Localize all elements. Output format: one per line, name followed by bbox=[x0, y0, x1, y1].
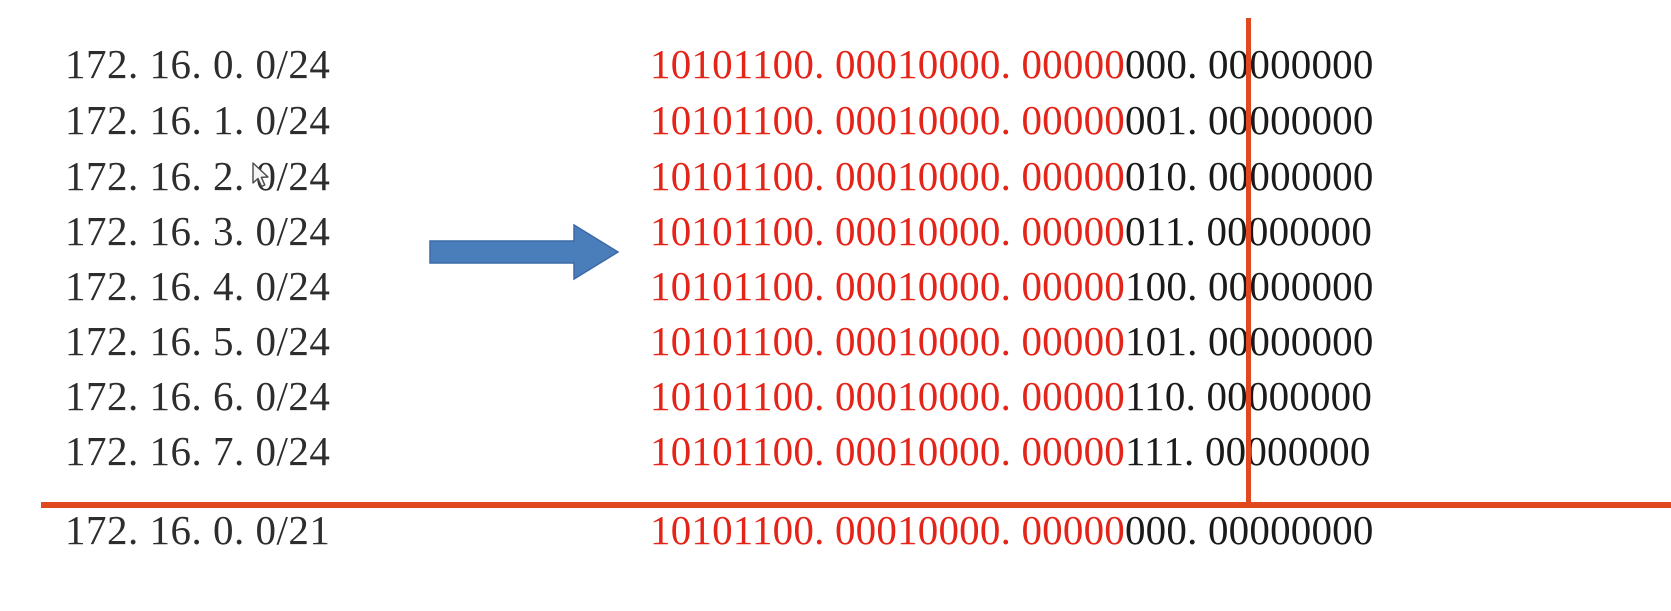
cidr-row: 172. 16. 3. 0/24 bbox=[65, 208, 331, 254]
cidr-row: 172. 16. 0. 0/24 bbox=[65, 41, 331, 87]
binary-host-suffix: 011. 00000000 bbox=[1124, 208, 1373, 254]
binary-row: 10101100. 00010000. 00000101. 00000000 bbox=[650, 321, 1374, 362]
binary-host-suffix: 001. 00000000 bbox=[1124, 97, 1374, 143]
binary-host-suffix: 010. 00000000 bbox=[1124, 153, 1374, 199]
summary-binary-host-suffix: 000. 00000000 bbox=[1124, 507, 1374, 553]
summary-separator-line bbox=[41, 502, 1671, 508]
cidr-row: 172. 16. 2. 0/24 bbox=[65, 153, 331, 199]
summary-binary-row: 10101100. 00010000. 00000000. 00000000 bbox=[650, 510, 1374, 551]
cidr-row: 172. 16. 7. 0/24 bbox=[65, 428, 331, 474]
summarization-arrow bbox=[428, 222, 620, 287]
binary-network-prefix: 10101100. 00010000. 00000 bbox=[650, 41, 1125, 87]
binary-row: 10101100. 00010000. 00000001. 00000000 bbox=[650, 100, 1374, 141]
binary-row: 10101100. 00010000. 00000010. 00000000 bbox=[650, 156, 1374, 197]
binary-row: 10101100. 00010000. 00000011. 00000000 bbox=[650, 211, 1372, 252]
binary-network-prefix: 10101100. 00010000. 00000 bbox=[650, 97, 1125, 143]
binary-network-prefix: 10101100. 00010000. 00000 bbox=[650, 373, 1125, 419]
binary-host-suffix: 100. 00000000 bbox=[1124, 263, 1374, 309]
binary-host-suffix: 000. 00000000 bbox=[1124, 41, 1374, 87]
cidr-row: 172. 16. 6. 0/24 bbox=[65, 373, 331, 419]
prefix-boundary-line bbox=[1246, 18, 1251, 508]
binary-host-suffix: 111. 00000000 bbox=[1124, 428, 1371, 474]
binary-host-suffix: 110. 00000000 bbox=[1124, 373, 1373, 419]
cidr-row: 172. 16. 4. 0/24 bbox=[65, 263, 331, 309]
binary-network-prefix: 10101100. 00010000. 00000 bbox=[650, 263, 1125, 309]
binary-row: 10101100. 00010000. 00000000. 00000000 bbox=[650, 44, 1374, 85]
cidr-row: 172. 16. 1. 0/24 bbox=[65, 97, 331, 143]
summary-binary-network-prefix: 10101100. 00010000. 00000 bbox=[650, 507, 1125, 553]
binary-row: 10101100. 00010000. 00000111. 00000000 bbox=[650, 431, 1371, 472]
cidr-row: 172. 16. 5. 0/24 bbox=[65, 318, 331, 364]
binary-network-prefix: 10101100. 00010000. 00000 bbox=[650, 318, 1125, 364]
binary-network-prefix: 10101100. 00010000. 00000 bbox=[650, 208, 1125, 254]
summary-cidr-row: 172. 16. 0. 0/21 bbox=[65, 507, 331, 553]
binary-row: 10101100. 00010000. 00000110. 00000000 bbox=[650, 376, 1372, 417]
binary-network-prefix: 10101100. 00010000. 00000 bbox=[650, 153, 1125, 199]
binary-host-suffix: 101. 00000000 bbox=[1124, 318, 1374, 364]
binary-network-prefix: 10101100. 00010000. 00000 bbox=[650, 428, 1125, 474]
binary-row: 10101100. 00010000. 00000100. 00000000 bbox=[650, 266, 1374, 307]
